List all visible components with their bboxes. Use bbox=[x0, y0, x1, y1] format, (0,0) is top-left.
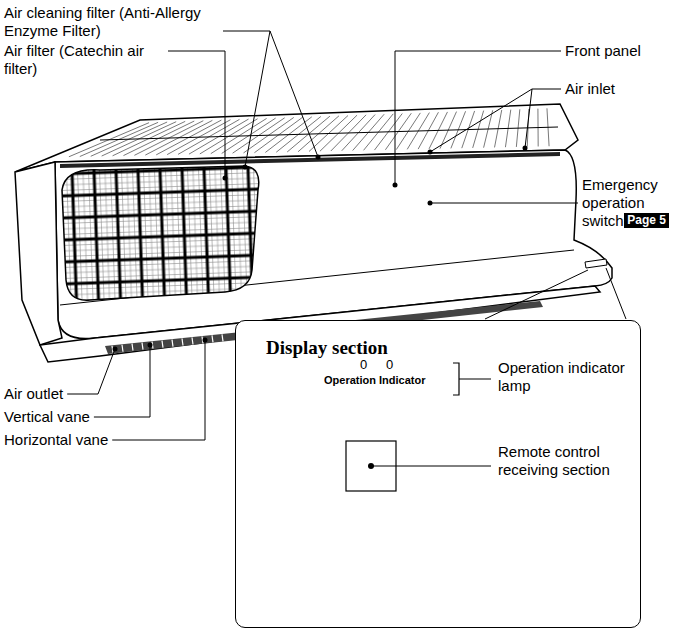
leader-line bbox=[98, 349, 115, 394]
leader-dot bbox=[523, 146, 528, 151]
unit-side bbox=[15, 162, 62, 345]
vane-blade bbox=[182, 339, 183, 346]
indicator-digit: 0 bbox=[386, 357, 393, 372]
leader-dot bbox=[428, 150, 433, 155]
leader-line bbox=[67, 394, 98, 395]
vane-blade bbox=[192, 338, 193, 345]
display-section-box: Display section0 0Operation Indicator Oper… bbox=[235, 320, 641, 628]
bracket bbox=[453, 363, 491, 395]
panel-heading: Display section bbox=[266, 337, 388, 359]
leader-dot bbox=[393, 183, 398, 188]
indicator-digit: 0 bbox=[360, 357, 367, 372]
vertical-vanes bbox=[112, 334, 223, 352]
part-label: Air filter (Catechin air filter) bbox=[4, 42, 164, 78]
leader-dot bbox=[203, 338, 208, 343]
leader-dot bbox=[428, 201, 433, 206]
leader-line bbox=[225, 51, 226, 178]
page-reference: Page 5 bbox=[624, 213, 669, 228]
leader-line bbox=[430, 89, 532, 152]
leader-line bbox=[532, 89, 561, 90]
leader-dot bbox=[113, 347, 118, 352]
vane-blade bbox=[132, 344, 133, 351]
leader-line bbox=[205, 340, 206, 440]
leader-line bbox=[112, 440, 205, 441]
display-window bbox=[585, 259, 607, 268]
leader-line bbox=[270, 31, 318, 157]
indicator-caption: Operation Indicator bbox=[324, 374, 425, 387]
grille-rail bbox=[100, 127, 558, 140]
leader-line bbox=[168, 51, 225, 52]
front-slit bbox=[60, 152, 560, 168]
leader-line bbox=[245, 31, 270, 167]
part-label: Horizontal vane bbox=[4, 431, 108, 449]
part-label: Operation indicator lamp bbox=[498, 359, 632, 395]
vane-blade bbox=[162, 341, 163, 348]
leader-line bbox=[395, 51, 561, 52]
leader-dot bbox=[316, 155, 321, 160]
vane-blade bbox=[212, 335, 213, 342]
leader-dot bbox=[243, 165, 248, 170]
part-label: Front panel bbox=[565, 42, 641, 60]
leader-line bbox=[395, 51, 396, 185]
vane-blade bbox=[122, 345, 123, 352]
unit-front bbox=[55, 150, 612, 339]
leader-line bbox=[94, 417, 150, 418]
vane-blade bbox=[172, 340, 173, 347]
leader-dot bbox=[223, 176, 228, 181]
display-leader bbox=[485, 268, 626, 319]
filter-cutout bbox=[62, 166, 259, 300]
part-label: Air outlet bbox=[4, 385, 63, 403]
part-label: Air inlet bbox=[565, 80, 615, 98]
vane-blade bbox=[142, 343, 143, 350]
part-label: Remote control receiving section bbox=[498, 443, 610, 479]
part-label: Vertical vane bbox=[4, 408, 90, 426]
leader-line bbox=[150, 345, 151, 417]
part-label: Air cleaning filter (Anti-Allergy Enzyme… bbox=[4, 4, 219, 40]
leader-line bbox=[371, 466, 491, 467]
leader-dot bbox=[148, 343, 153, 348]
leader-line bbox=[525, 89, 532, 148]
inlet-grille bbox=[69, 108, 558, 156]
leader-line bbox=[223, 31, 270, 32]
vane-blade bbox=[222, 334, 223, 341]
leader-line bbox=[430, 203, 578, 204]
